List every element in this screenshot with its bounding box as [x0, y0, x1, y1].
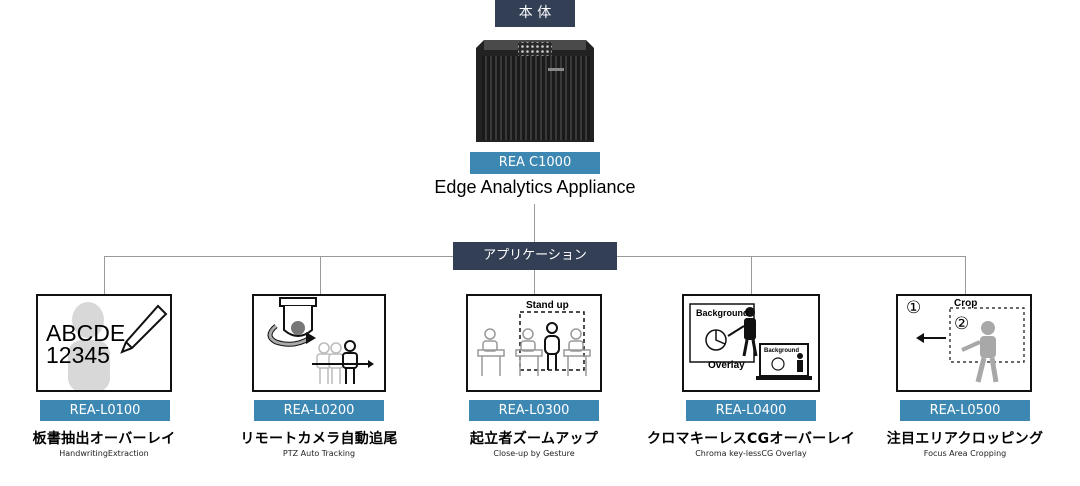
app-illustration-2	[252, 294, 386, 392]
app-model-tag-4: REA-L0400	[686, 400, 816, 421]
crop-illustration	[916, 307, 1025, 383]
app-subtitle-3: Close-up by Gesture	[493, 449, 575, 458]
branch-line-5	[965, 256, 966, 294]
pencil-icon	[120, 304, 168, 354]
branch-line-2	[320, 256, 321, 294]
app-model-tag-1: REA-L0100	[40, 400, 170, 421]
branch-line-3	[534, 256, 535, 294]
app-model-tag-5: REA-L0500	[900, 400, 1030, 421]
app-title-4: クロマキーレスCGオーバーレイ	[646, 431, 856, 447]
illustration-text-num-2: ②	[954, 314, 970, 334]
illustration-text-12345: 12345	[46, 342, 110, 368]
app-illustration-4: Background Overlay Background	[682, 294, 820, 392]
app-subtitle-4: Chroma key-lessCG Overlay	[695, 449, 807, 458]
classroom-illustration	[477, 311, 591, 376]
app-subtitle-1: HandwritingExtraction	[59, 449, 149, 458]
illustration-text-abcde: ABCDE	[46, 320, 126, 346]
app-title-5: 注目エリアクロッピング	[886, 431, 1044, 447]
app-illustration-3: Stand up	[466, 294, 602, 392]
app-title-3: 起立者ズームアップ	[469, 431, 599, 447]
illustration-text-background: Background	[696, 308, 749, 318]
app-subtitle-5: Focus Area Cropping	[923, 449, 1007, 458]
app-illustration-1: ABCDE 12345	[36, 294, 172, 392]
app-subtitle-2: PTZ Auto Tracking	[282, 449, 356, 458]
illustration-text-stand-up: Stand up	[526, 300, 569, 311]
main-unit-header: 本 体	[495, 0, 575, 27]
app-model-tag-3: REA-L0300	[469, 400, 599, 421]
illustration-text-overlay: Overlay	[708, 360, 745, 371]
apps-header: アプリケーション	[453, 242, 617, 270]
app-illustration-5: ① Crop ②	[896, 294, 1032, 392]
app-title-2: リモートカメラ自動追尾	[240, 431, 398, 447]
trunk-line	[534, 204, 535, 256]
main-unit-model-tag: REA C1000	[470, 152, 600, 174]
main-unit-name: Edge Analytics Appliance	[434, 177, 636, 197]
illustration-text-crop: Crop	[954, 298, 978, 309]
app-model-tag-2: REA-L0200	[254, 400, 384, 421]
ptz-camera-icon	[267, 297, 374, 384]
branch-line-4	[751, 256, 752, 294]
appliance-image	[476, 40, 594, 142]
overlay-illustration	[689, 303, 812, 380]
illustration-text-background-small: Background	[764, 348, 800, 354]
app-title-1: 板書抽出オーバーレイ	[32, 431, 176, 447]
branch-line-1	[104, 256, 105, 294]
illustration-text-num-1: ①	[906, 298, 922, 318]
